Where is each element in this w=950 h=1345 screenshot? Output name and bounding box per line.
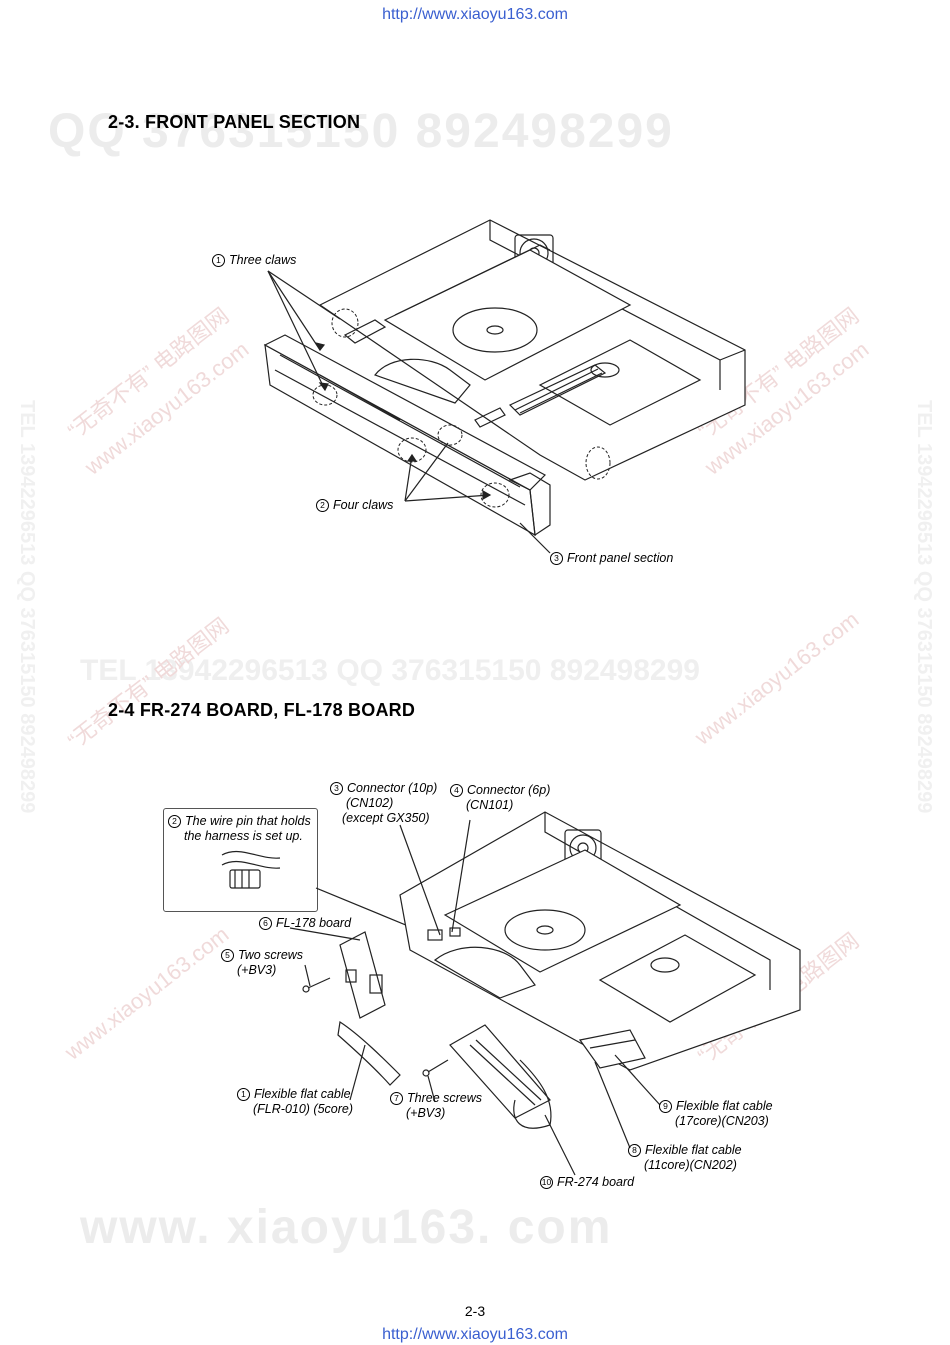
label-fl178-board: 6 FL-178 board [259, 916, 351, 931]
wire-pin-callout [163, 808, 318, 912]
label-line-2: (FLR-010) (5core) [253, 1102, 354, 1116]
watermark-tel: TEL 13942296513 QQ 376315150 892498299 [80, 654, 700, 687]
footer-url[interactable]: http://www.xiaoyu163.com [382, 1326, 568, 1343]
header-url[interactable]: http://www.xiaoyu163.com [382, 6, 568, 23]
label-fr274-board: 10 FR-274 board [540, 1175, 634, 1190]
label-ffc-11core: 8 Flexible flat cable (11core)(CN202) [628, 1143, 742, 1173]
label-line-2: (+BV3) [237, 963, 277, 977]
step-number: 8 [628, 1144, 641, 1157]
label-line-1: Three screws [407, 1091, 483, 1105]
label-line-1: Two screws [238, 948, 304, 962]
label-line-2: (17core)(CN203) [675, 1114, 769, 1128]
step-number: 2 [316, 499, 329, 512]
label-three-claws: 1 Three claws [212, 253, 296, 268]
watermark-side-left: TEL 13942296513 QQ 376315150 892498299 [16, 400, 38, 814]
step-number: 5 [221, 949, 234, 962]
label-line-1: Flexible flat cable [254, 1087, 351, 1101]
watermark-diag: www.xiaoyu163.com [690, 606, 864, 750]
label-line-1: Connector (6p) [467, 783, 551, 797]
callout-line-2: the harness is set up. [184, 829, 303, 843]
label-line-1: Flexible flat cable [645, 1143, 742, 1157]
label-three-screws: 7 Three screws (+BV3) [390, 1091, 482, 1121]
label-line-1: Flexible flat cable [676, 1099, 773, 1113]
watermark-side-right: TEL 13942296513 QQ 376315150 892498299 [913, 400, 935, 814]
label-line-2: (+BV3) [406, 1106, 446, 1120]
boards-diagram [221, 811, 801, 1176]
page-number: 2-3 [464, 1303, 486, 1319]
label-text: FR-274 board [557, 1175, 635, 1189]
label-text: Four claws [333, 498, 394, 512]
label-front-panel-section: 3 Front panel section [550, 551, 673, 566]
label-line-2: (CN101) [466, 798, 514, 812]
step-number: 3 [330, 782, 343, 795]
label-text: Three claws [229, 253, 297, 267]
step-number: 9 [659, 1100, 672, 1113]
section-title-front-panel: 2-3. FRONT PANEL SECTION [108, 112, 361, 132]
label-connector-10p: 3 Connector (10p) (CN102) (except GX350) [330, 781, 437, 826]
front-panel-diagram [263, 219, 746, 554]
label-text: FL-178 board [276, 916, 352, 930]
callout-line-1: The wire pin that holds [185, 814, 311, 828]
label-ffc-17core: 9 Flexible flat cable (17core)(CN203) [659, 1099, 773, 1129]
step-number: 10 [540, 1176, 553, 1189]
step-number: 4 [450, 784, 463, 797]
step-number: 2 [168, 815, 181, 828]
step-number: 3 [550, 552, 563, 565]
callout-wire-pin-label: 2 The wire pin that holds the harness is … [168, 814, 311, 844]
step-number: 1 [237, 1088, 250, 1101]
step-number: 6 [259, 917, 272, 930]
label-four-claws: 2 Four claws [316, 498, 393, 513]
step-number: 1 [212, 254, 225, 267]
label-line-2: (CN102) [346, 796, 394, 810]
label-line-2: (11core)(CN202) [644, 1158, 737, 1172]
label-text: Front panel section [567, 551, 674, 565]
label-ffc-5core: 1 Flexible flat cable (FLR-010) (5core) [237, 1087, 353, 1117]
label-two-screws: 5 Two screws (+BV3) [221, 948, 303, 978]
step-number: 7 [390, 1092, 403, 1105]
label-connector-6p: 4 Connector (6p) (CN101) [450, 783, 550, 813]
label-line-3: (except GX350) [342, 811, 430, 825]
section-title-boards: 2-4 FR-274 BOARD, FL-178 BOARD [108, 700, 416, 720]
watermark-www: www. xiaoyu163. com [80, 1201, 613, 1254]
label-line-1: Connector (10p) [347, 781, 438, 795]
watermark-qq: QQ 376315150 892498299 [48, 105, 674, 158]
